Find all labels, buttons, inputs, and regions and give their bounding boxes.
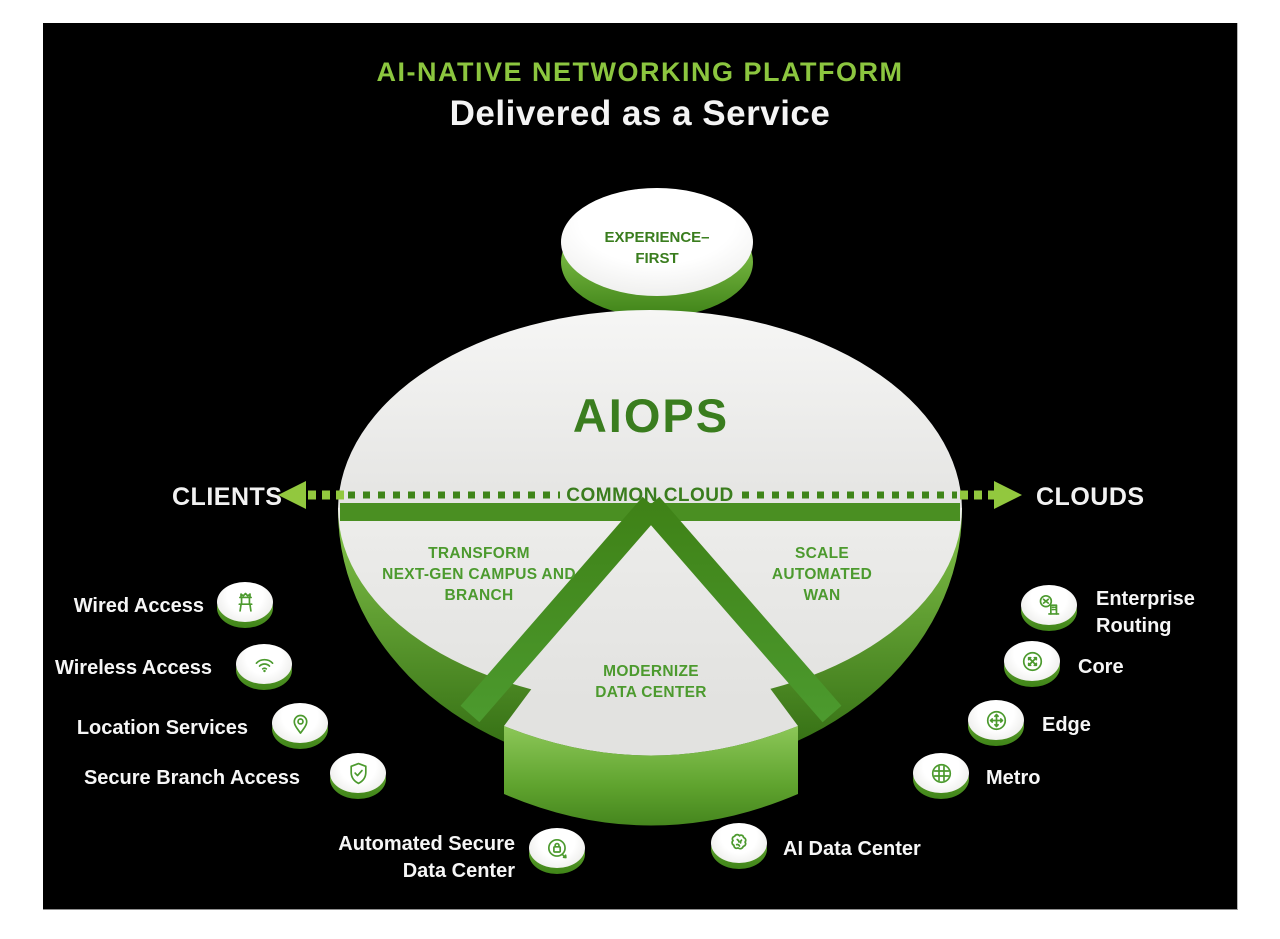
wedge-top-surface [504, 528, 798, 756]
location-services-coin [272, 703, 328, 749]
brain-icon [730, 833, 747, 850]
edge-coin [968, 700, 1024, 746]
ai-data-center-label: AI Data Center [783, 838, 921, 860]
edge-label: Edge [1042, 714, 1091, 736]
core-router-icon [1022, 651, 1042, 671]
right-arrowhead-icon [994, 481, 1022, 509]
aiops-label: AIOPS [572, 389, 730, 442]
automated-secure-dc-label: Automated Secure Data Center [338, 833, 515, 882]
page-subtitle: Delivered as a Service [449, 94, 831, 133]
router-building-icon [1039, 594, 1059, 615]
secure-branch-access-coin [330, 753, 386, 799]
segment-divider-left [460, 496, 662, 723]
experience-first-cylinder [561, 188, 753, 317]
pie-dome [338, 310, 962, 510]
metro-label: Metro [986, 767, 1041, 789]
network-switch-icon [237, 592, 253, 612]
segment-divider-right [640, 496, 842, 723]
location-services-label: Location Services [76, 717, 248, 739]
wired-access-coin [217, 582, 273, 628]
core-coin [1004, 641, 1060, 687]
ai-data-center-coin [711, 823, 767, 869]
metro-router-icon [931, 763, 951, 783]
enterprise-routing-coin [1021, 585, 1077, 631]
automated-secure-dc-coin [529, 828, 585, 874]
segment-campus-branch-label: TRANSFORM NEXT-GEN CAMPUS AND BRANCH [382, 545, 576, 604]
secure-branch-access-label: Secure Branch Access [83, 767, 300, 789]
metro-coin [913, 753, 969, 799]
wifi-icon [255, 658, 273, 672]
segment-wan-label: SCALE AUTOMATED WAN [771, 545, 873, 604]
lock-automation-icon [547, 838, 567, 858]
common-cloud-label: COMMON CLOUD [566, 485, 734, 506]
core-label: Core [1078, 656, 1124, 678]
enterprise-routing-label: Enterprise Routing [1096, 588, 1195, 637]
shield-check-icon [349, 762, 367, 784]
left-arrowhead-icon [278, 481, 306, 509]
experience-first-label: EXPERIENCE– FIRST [604, 229, 710, 267]
segment-data-center-label: MODERNIZE DATA CENTER [595, 663, 707, 701]
wedge-front-face [504, 726, 798, 826]
wired-access-label: Wired Access [73, 595, 204, 617]
clients-label: CLIENTS [172, 483, 283, 511]
wireless-access-coin [236, 644, 292, 690]
location-pin-icon [292, 714, 308, 734]
clouds-label: CLOUDS [1036, 483, 1145, 511]
edge-router-icon [986, 710, 1006, 730]
wireless-access-label: Wireless Access [55, 657, 212, 679]
page-title: AI-NATIVE NETWORKING PLATFORM [376, 57, 904, 87]
